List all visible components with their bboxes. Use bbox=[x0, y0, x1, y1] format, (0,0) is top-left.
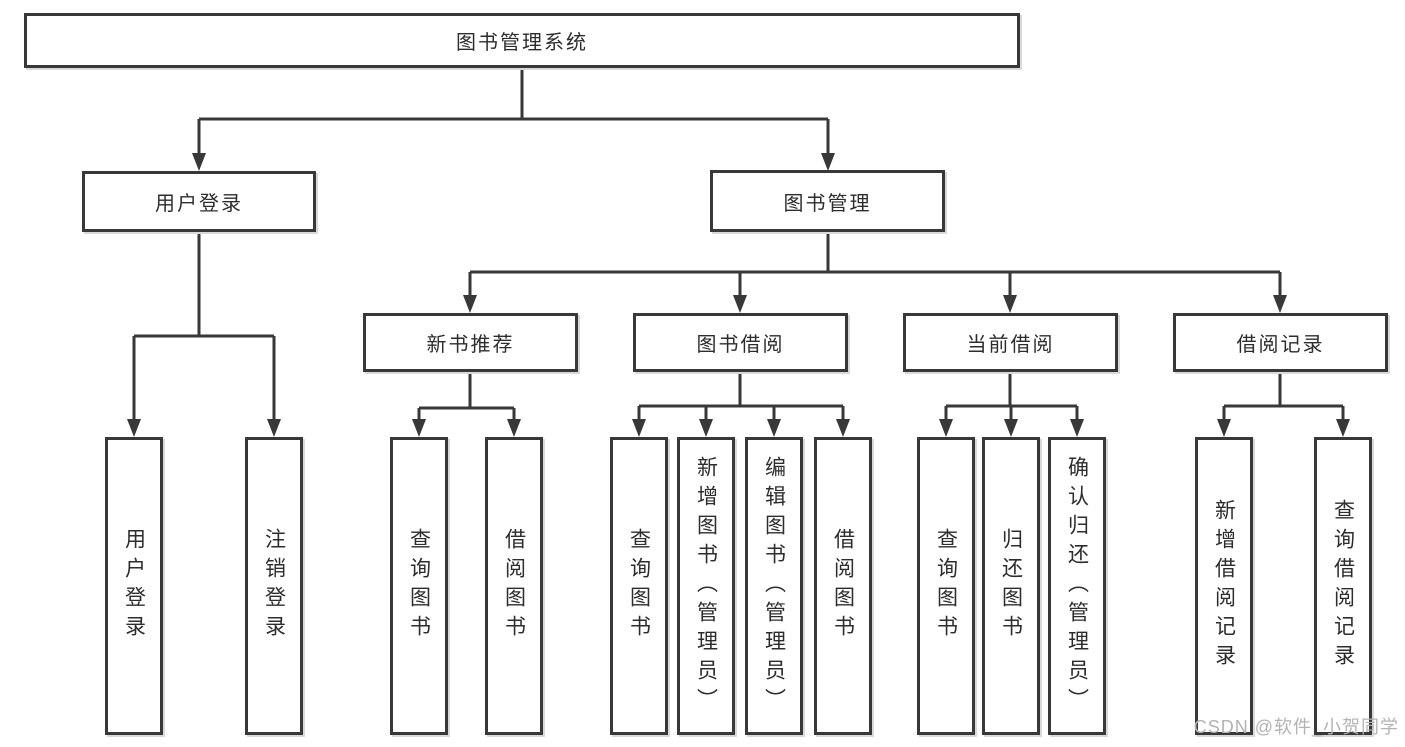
leaf-borrow-books: 借阅图书 bbox=[814, 437, 872, 735]
leaf-query-borrow-record: 查询借阅记录 bbox=[1314, 437, 1372, 735]
node-user-login: 用户登录 bbox=[82, 171, 316, 232]
connector-current-to-leaves bbox=[946, 372, 1077, 408]
node-label: 编辑图书（管理员） bbox=[762, 455, 786, 717]
node-label: 查询图书 bbox=[407, 528, 431, 644]
node-book-borrowing: 图书借阅 bbox=[633, 313, 848, 372]
csdn-watermark: CSDN @软件_小贺同学 bbox=[1193, 717, 1399, 737]
connector-records-to-leaves bbox=[1224, 372, 1343, 408]
node-label: 确认归还（管理员） bbox=[1065, 455, 1089, 717]
arrow-down-icon bbox=[412, 408, 426, 437]
arrow-down-icon bbox=[267, 336, 281, 437]
leaf-user-login: 用户登录 bbox=[105, 437, 163, 735]
arrow-down-icon bbox=[1273, 272, 1287, 313]
node-book-management: 图书管理 bbox=[710, 170, 945, 232]
arrow-down-icon bbox=[507, 408, 521, 437]
node-label: 归还图书 bbox=[999, 528, 1023, 644]
connector-borrow-to-leaves bbox=[639, 372, 843, 408]
leaf-query-books-recommend: 查询图书 bbox=[390, 437, 448, 735]
arrow-down-icon bbox=[463, 272, 477, 313]
node-label: 图书管理系统 bbox=[456, 32, 588, 54]
arrow-down-icon bbox=[1003, 272, 1017, 313]
node-label: 查询图书 bbox=[934, 528, 958, 644]
arrow-down-icon bbox=[699, 406, 713, 437]
arrow-down-icon bbox=[767, 406, 781, 437]
node-label: 新增图书（管理员） bbox=[694, 455, 718, 717]
arrow-down-icon bbox=[733, 272, 747, 313]
node-library-management-system: 图书管理系统 bbox=[24, 13, 1020, 68]
leaf-borrow-books-recommend: 借阅图书 bbox=[485, 437, 543, 735]
arrow-down-icon bbox=[836, 406, 850, 437]
node-label: 借阅图书 bbox=[502, 528, 526, 644]
arrow-down-icon bbox=[192, 119, 206, 171]
node-label: 借阅图书 bbox=[831, 528, 855, 644]
connector-login-to-leaves bbox=[134, 232, 274, 338]
node-borrowing-records: 借阅记录 bbox=[1173, 313, 1388, 372]
node-label: 查询借阅记录 bbox=[1331, 499, 1355, 673]
node-label: 图书借阅 bbox=[696, 334, 785, 356]
node-label: 新书推荐 bbox=[426, 334, 515, 356]
node-label: 图书管理 bbox=[783, 192, 872, 215]
leaf-add-borrow-record: 新增借阅记录 bbox=[1195, 437, 1253, 735]
node-label: 注销登录 bbox=[262, 528, 286, 644]
connector-mgmt-to-level3 bbox=[470, 232, 1280, 274]
arrow-down-icon bbox=[1070, 406, 1084, 437]
leaf-return-books: 归还图书 bbox=[982, 437, 1040, 735]
node-label: 借阅记录 bbox=[1236, 334, 1325, 356]
node-label: 用户登录 bbox=[122, 528, 146, 644]
arrow-down-icon bbox=[821, 119, 835, 171]
leaf-add-books-admin: 新增图书（管理员） bbox=[677, 437, 735, 735]
leaf-query-books-borrow: 查询图书 bbox=[610, 437, 668, 735]
arrow-down-icon bbox=[939, 406, 953, 437]
node-label: 用户登录 bbox=[155, 193, 243, 215]
connector-root-to-level2 bbox=[199, 68, 828, 121]
arrow-down-icon bbox=[1336, 406, 1350, 437]
leaf-logout: 注销登录 bbox=[245, 437, 303, 735]
node-label: 新增借阅记录 bbox=[1212, 499, 1236, 673]
node-current-borrowing: 当前借阅 bbox=[903, 313, 1118, 372]
node-label: 当前借阅 bbox=[966, 334, 1055, 356]
arrow-down-icon bbox=[632, 406, 646, 437]
leaf-confirm-return-admin: 确认归还（管理员） bbox=[1048, 437, 1106, 735]
leaf-edit-books-admin: 编辑图书（管理员） bbox=[745, 437, 803, 735]
arrow-down-icon bbox=[1217, 406, 1231, 437]
node-label: 查询图书 bbox=[627, 528, 651, 644]
leaf-query-books-current: 查询图书 bbox=[917, 437, 975, 735]
arrow-down-icon bbox=[127, 336, 141, 437]
connector-newbook-to-leaves bbox=[419, 372, 514, 410]
node-new-book-recommend: 新书推荐 bbox=[363, 313, 578, 372]
arrow-down-icon bbox=[1004, 406, 1018, 437]
